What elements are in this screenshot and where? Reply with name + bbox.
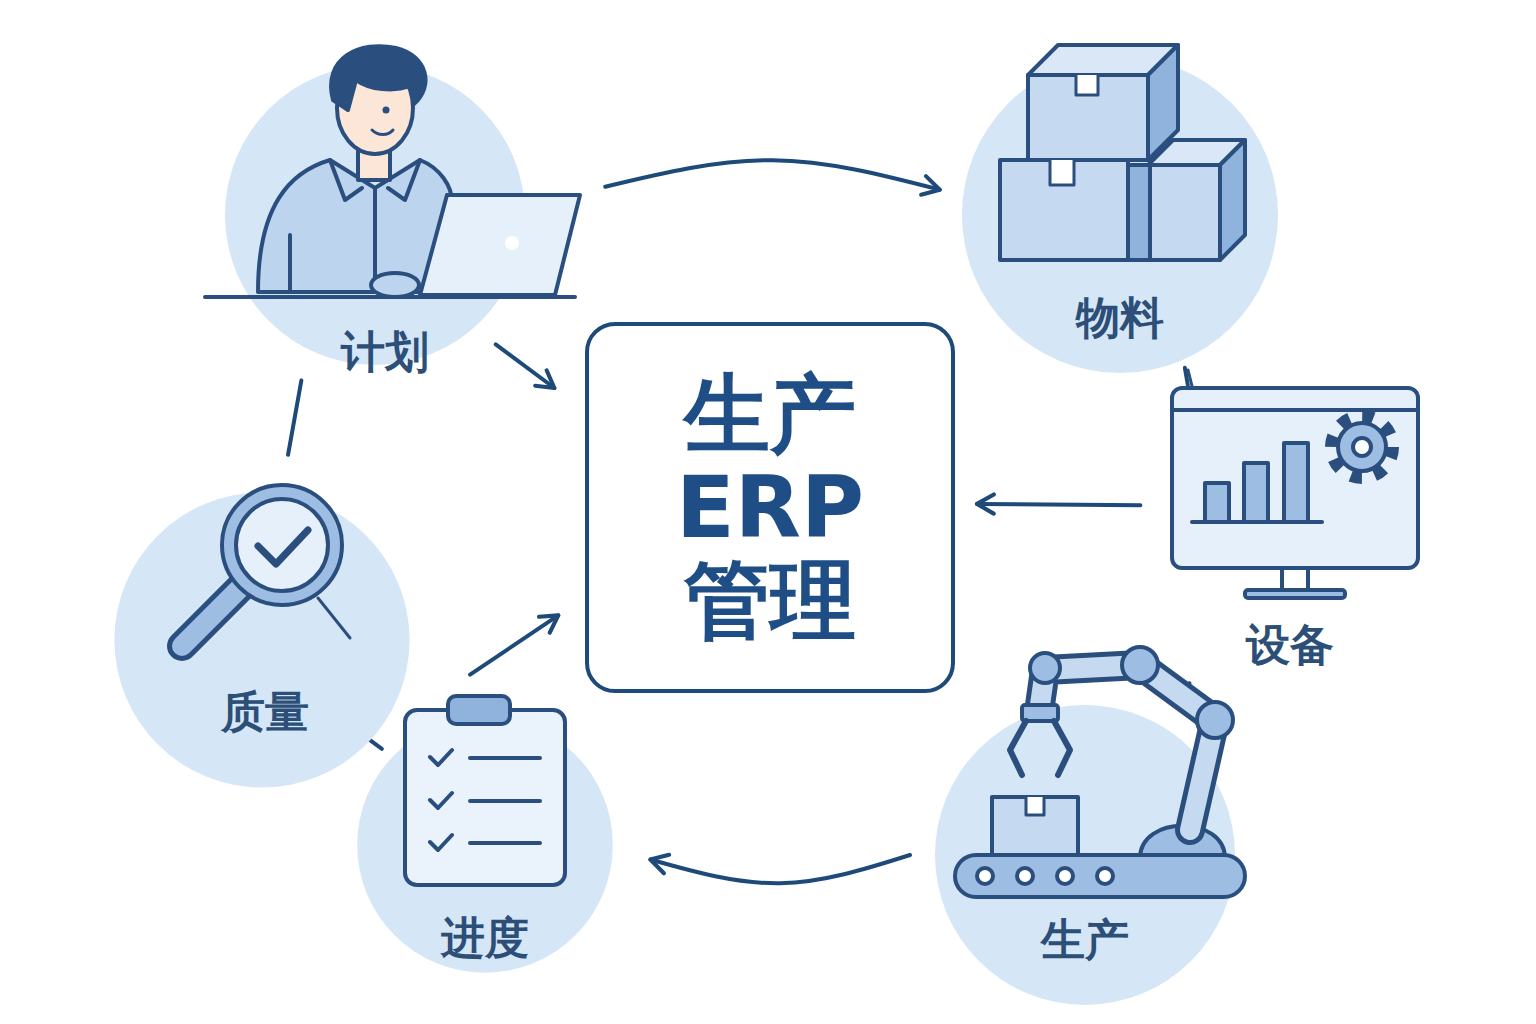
magnifier-handle xyxy=(182,588,240,646)
node-label: 生产 xyxy=(1041,915,1129,966)
progress-circle: 进度 xyxy=(340,700,630,990)
connector-line xyxy=(288,380,301,454)
gear xyxy=(1338,423,1386,471)
plan-circle: 计划 xyxy=(225,65,525,365)
gripper-claws xyxy=(1010,721,1070,775)
node-label: 质量 xyxy=(221,687,309,738)
chart-baseline xyxy=(1192,520,1322,524)
laptop-logo xyxy=(505,236,519,250)
production-circle: 生产 xyxy=(935,705,1235,1005)
connector-arrow xyxy=(496,344,555,388)
circle-fill xyxy=(357,717,613,973)
person-hair xyxy=(331,46,425,110)
roller xyxy=(977,868,993,884)
equipment-node: 设备 xyxy=(1165,385,1425,680)
box-edge xyxy=(1128,165,1150,260)
person-smile xyxy=(372,130,393,135)
person-hand xyxy=(371,273,419,297)
connector-line xyxy=(1185,368,1188,385)
person-body xyxy=(258,160,452,292)
node-label: 计划 xyxy=(341,327,429,378)
circle-fill xyxy=(114,492,409,787)
node-label: 设备 xyxy=(1246,620,1334,671)
robot-arm xyxy=(1040,665,1215,830)
node-label: 物料 xyxy=(1076,293,1164,344)
box-tape xyxy=(1026,797,1044,815)
gear-hole xyxy=(1353,438,1371,456)
circle-fill xyxy=(225,65,525,365)
bar xyxy=(1284,443,1308,522)
center-title: 生产 ERP 管理 xyxy=(650,368,890,647)
circle-shape xyxy=(225,65,525,365)
connector-line xyxy=(1185,683,1189,700)
bar xyxy=(1205,483,1229,522)
magnifier-glass xyxy=(236,499,328,591)
connector-arrow xyxy=(605,160,940,189)
monitor-screen xyxy=(1172,388,1418,568)
box-top xyxy=(1148,140,1245,165)
clipboard-clip xyxy=(448,696,510,724)
box-side xyxy=(1220,140,1245,260)
monitor-neck xyxy=(1282,568,1308,590)
checks xyxy=(430,750,452,850)
monitor-base xyxy=(1245,590,1345,598)
robot-base xyxy=(1140,826,1225,858)
box-front xyxy=(1128,165,1220,260)
connector-arrow xyxy=(650,855,910,883)
handle-outline xyxy=(182,588,240,646)
roller xyxy=(1057,868,1073,884)
center-box: 生产 ERP 管理 xyxy=(585,322,955,693)
node-label: 进度 xyxy=(441,913,529,964)
monitor-tick xyxy=(1188,370,1192,386)
check-mark xyxy=(258,530,308,564)
laptop xyxy=(420,195,580,295)
arm-joint xyxy=(1197,702,1233,738)
arm-line xyxy=(288,235,292,292)
box-front xyxy=(1028,75,1148,160)
shirt-collar xyxy=(330,160,420,292)
roller xyxy=(1017,868,1033,884)
box-front xyxy=(1000,160,1128,260)
person-neck xyxy=(358,150,390,180)
product-box xyxy=(992,797,1078,855)
conveyor xyxy=(955,855,1245,897)
connector-arrow xyxy=(470,615,558,674)
material-circle: 物料 xyxy=(962,57,1278,373)
box-tape xyxy=(1050,160,1074,185)
list-lines xyxy=(470,758,540,843)
monitor-header xyxy=(1172,408,1418,412)
person-eye xyxy=(383,107,390,114)
box-side xyxy=(1148,45,1178,160)
circle-fill xyxy=(962,57,1278,373)
gear-teeth xyxy=(1332,417,1392,477)
gripper-head xyxy=(1022,705,1058,721)
person-face xyxy=(337,62,413,154)
box-top xyxy=(1028,45,1178,75)
arm-outline xyxy=(1040,665,1215,830)
roller xyxy=(1097,868,1113,884)
connector-arrow xyxy=(977,504,1140,505)
magnifier-rim xyxy=(222,485,342,605)
box-tape xyxy=(1076,75,1098,95)
deco-line xyxy=(318,598,350,638)
clipboard xyxy=(405,710,565,885)
arm-joint xyxy=(1122,647,1158,683)
circle-shape xyxy=(114,492,410,788)
bar xyxy=(1244,463,1268,522)
circle-fill xyxy=(935,705,1235,1005)
arm-joint xyxy=(1030,653,1060,683)
quality-circle: 质量 xyxy=(114,492,410,788)
desk-line xyxy=(205,295,575,299)
